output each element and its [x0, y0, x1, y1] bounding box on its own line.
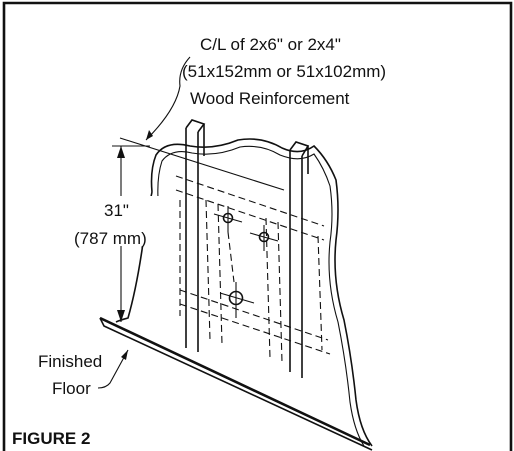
left-stud-top [185, 119, 206, 133]
height-arrow-bottom [117, 310, 125, 322]
top-plate-hidden-2 [175, 189, 325, 241]
wall-outline-inner [157, 145, 365, 447]
height-metric: (787 mm) [74, 229, 147, 248]
floor-label-line-2: Floor [52, 379, 91, 398]
top-plate-hidden-1 [175, 175, 325, 227]
floor-label-line-1: Finished [38, 352, 102, 371]
callout-arrowhead [146, 130, 153, 140]
floor-edge [99, 316, 371, 447]
bottom-plate-hidden-1 [179, 289, 329, 341]
bottom-plate-hidden-2 [179, 303, 331, 355]
wall-outline-top [150, 138, 373, 447]
centerline-top [119, 137, 285, 191]
height-imperial: 31" [104, 201, 129, 220]
left-blocking-hidden [205, 199, 223, 345]
hole-centerline [227, 231, 235, 283]
figure-label: FIGURE 2 [12, 429, 90, 448]
floor-arrowhead [121, 350, 128, 360]
right-stud [289, 150, 303, 378]
drain-hole [219, 282, 255, 318]
mounting-hole-upper-right [249, 225, 279, 251]
right-stud-top [289, 141, 310, 157]
mounting-hole-upper-left [213, 206, 243, 232]
height-arrow-top [117, 146, 125, 158]
callout-line-2: (51x152mm or 51x102mm) [182, 62, 386, 81]
floor-leader [97, 349, 129, 389]
callout-line-1: C/L of 2x6" or 2x4" [200, 35, 341, 54]
floor-plate [99, 317, 373, 451]
height-label-backdrop [68, 196, 176, 246]
right-edge-hidden [317, 235, 323, 351]
left-stud [185, 128, 199, 352]
callout-line-3: Wood Reinforcement [190, 89, 350, 108]
callout-leader [145, 56, 191, 141]
